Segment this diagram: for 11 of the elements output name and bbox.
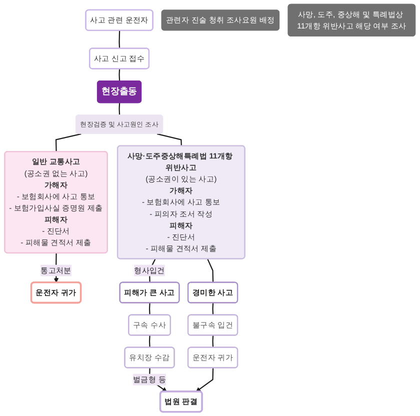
connector xyxy=(207,258,214,283)
connector xyxy=(212,303,214,316)
connector xyxy=(212,335,214,348)
connector xyxy=(156,133,182,146)
connector xyxy=(148,335,150,348)
connector xyxy=(55,133,82,152)
connector xyxy=(118,103,120,116)
connector xyxy=(118,68,120,82)
arrow xyxy=(196,368,214,392)
connector xyxy=(118,30,120,49)
connector xyxy=(148,302,150,316)
